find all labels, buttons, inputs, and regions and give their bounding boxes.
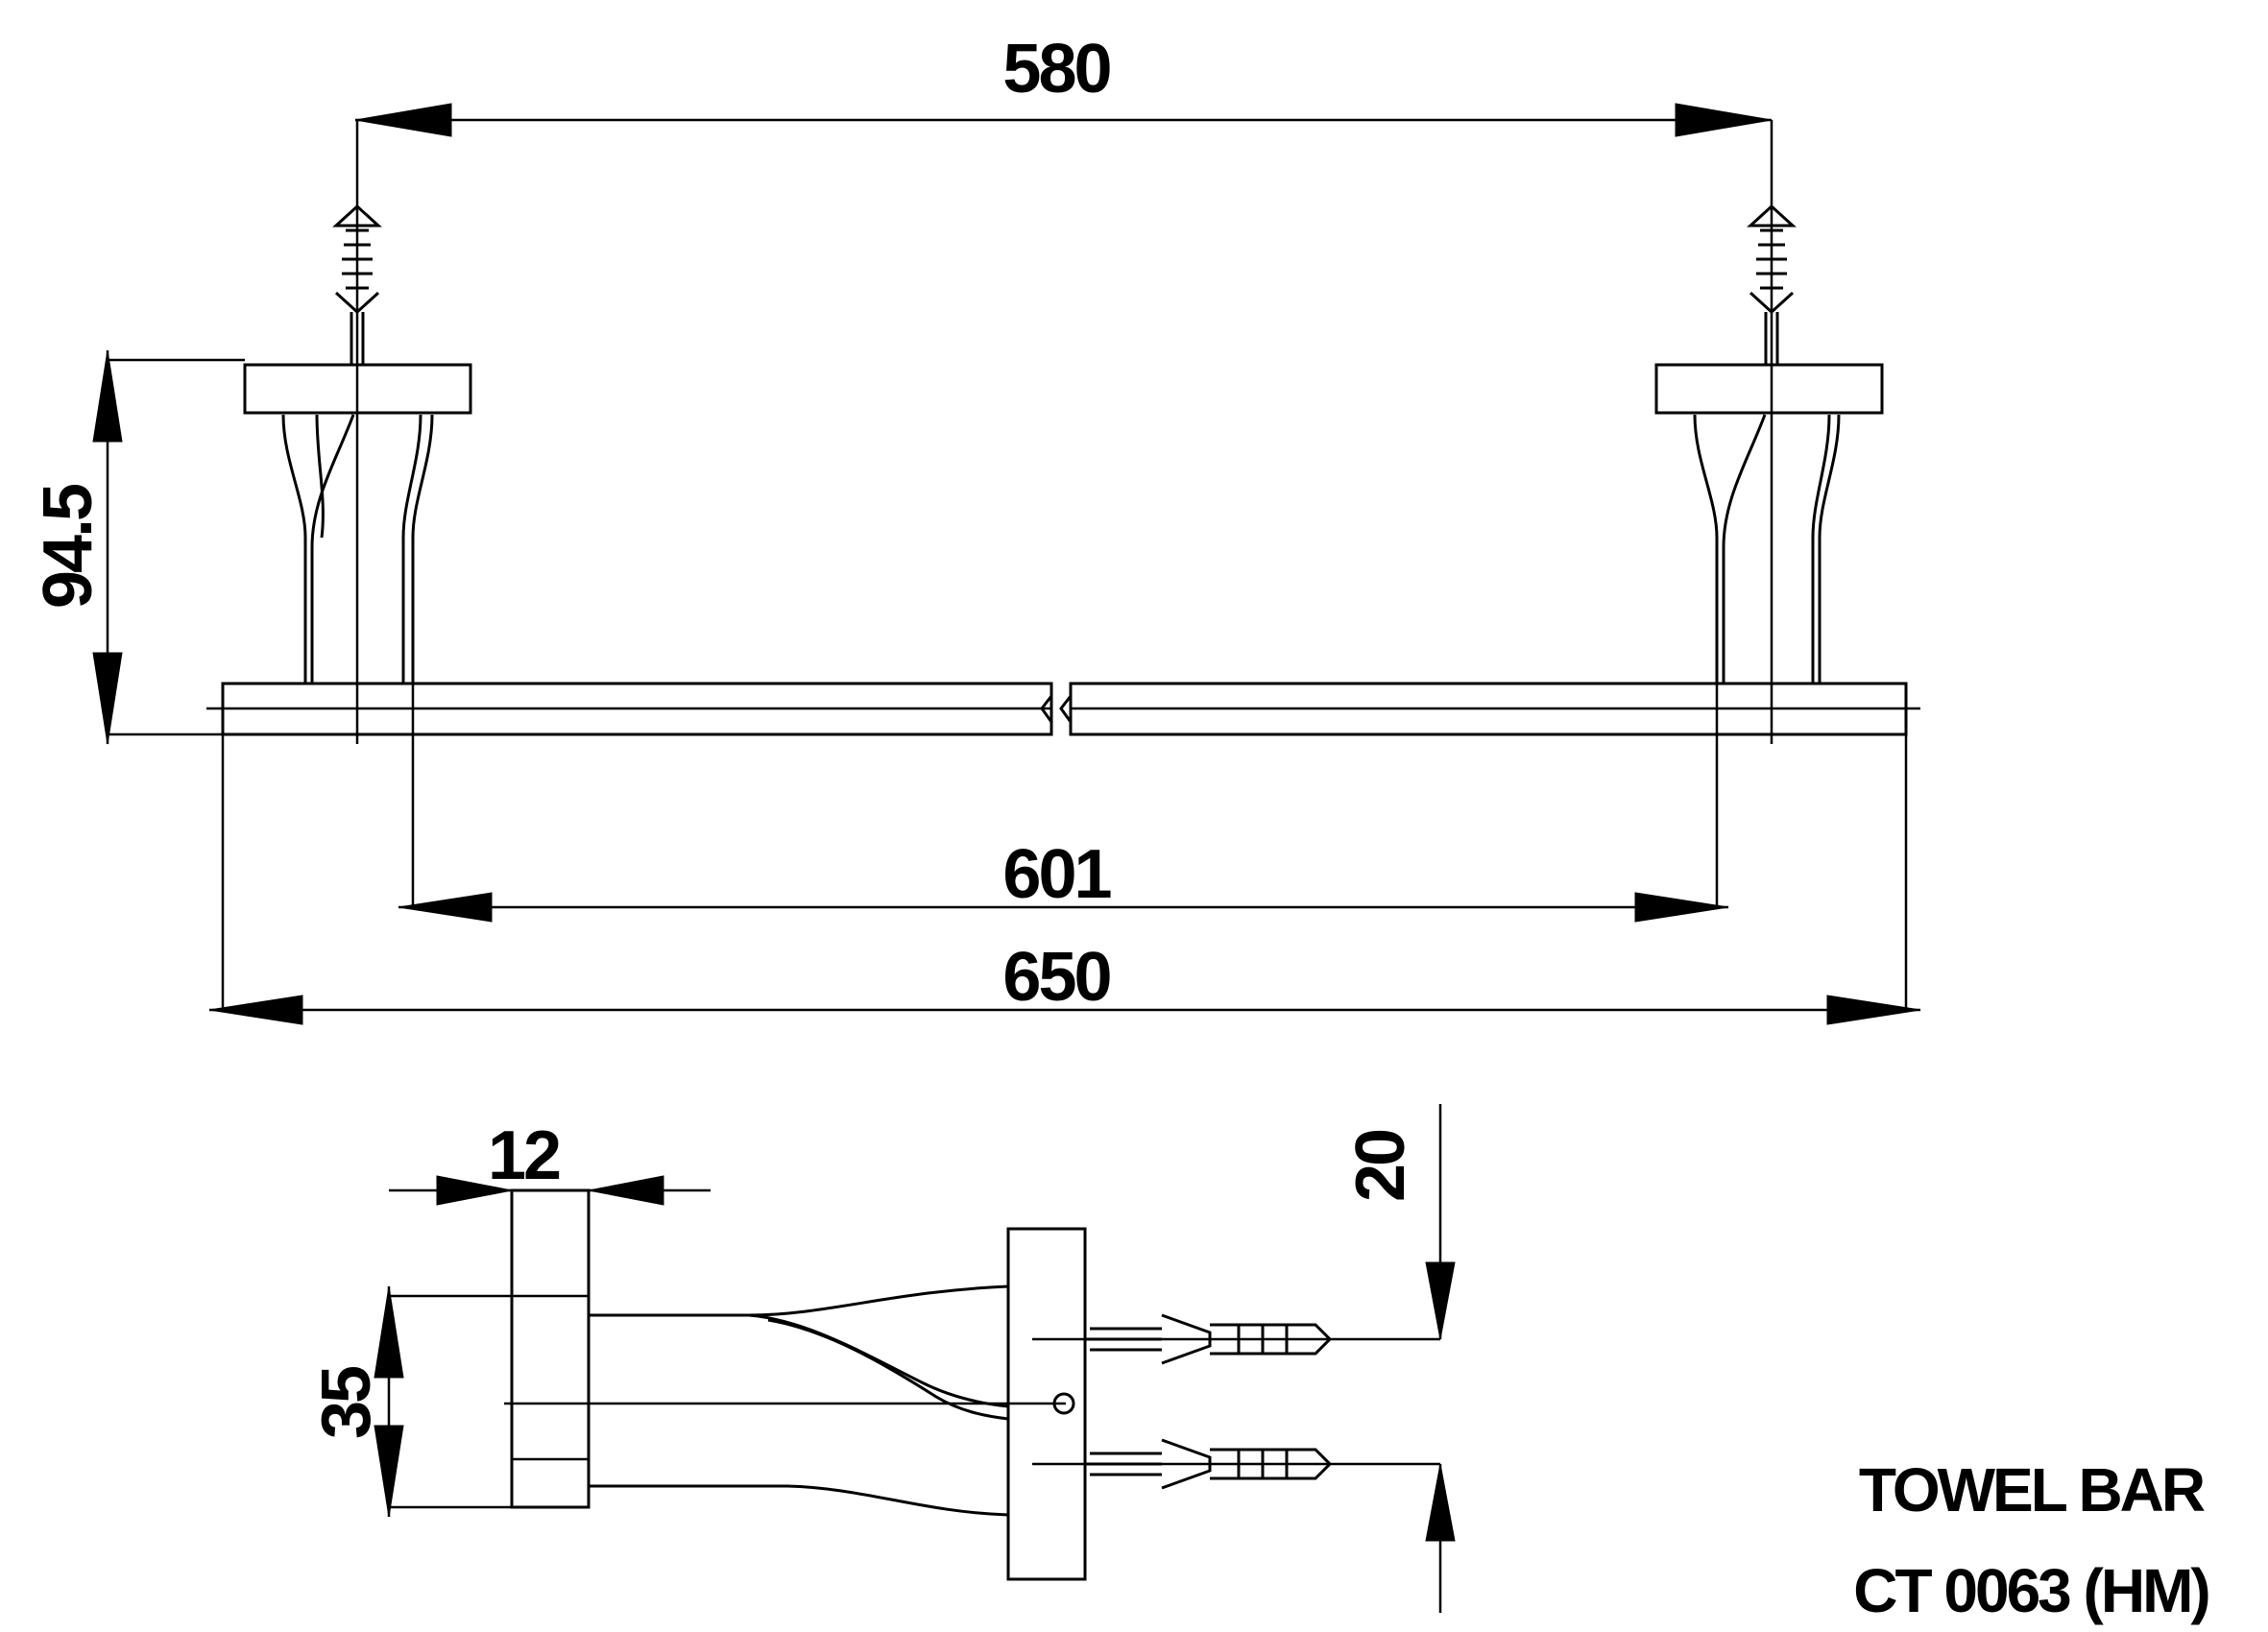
- side-view: 12 35 20: [308, 1104, 1456, 1613]
- left-wall-anchor: [332, 204, 382, 365]
- right-wall-anchor: [1747, 204, 1797, 365]
- dimension-12: 12: [389, 1117, 711, 1206]
- product-name: TOWEL BAR: [1858, 1455, 2206, 1524]
- dim-label-580: 580: [1002, 31, 1110, 108]
- model-code: CT 0063 (HM): [1853, 1556, 2210, 1625]
- dim-label-601: 601: [1002, 836, 1111, 913]
- front-view: 580: [30, 31, 1921, 1025]
- dim-label-12: 12: [488, 1117, 560, 1194]
- dimension-601: 601: [398, 684, 1729, 923]
- right-bracket: [1654, 363, 1884, 684]
- bracket-body: [589, 1227, 1087, 1581]
- dim-label-94-5: 94.5: [30, 484, 107, 609]
- dimension-580: 580: [354, 31, 1773, 744]
- side-wall-anchors: [1032, 1313, 1440, 1490]
- left-bracket: [243, 363, 472, 684]
- dim-label-650: 650: [1002, 939, 1110, 1016]
- dimension-20: 20: [1342, 1104, 1456, 1613]
- dimension-94-5: 94.5: [30, 349, 245, 745]
- towel-bar-rod: [206, 682, 1920, 736]
- wall-flange: [1006, 1227, 1087, 1581]
- dimension-35: 35: [308, 1285, 512, 1518]
- dimension-650: 650: [208, 734, 1921, 1025]
- dim-label-35: 35: [308, 1366, 385, 1439]
- dim-label-20: 20: [1342, 1130, 1419, 1202]
